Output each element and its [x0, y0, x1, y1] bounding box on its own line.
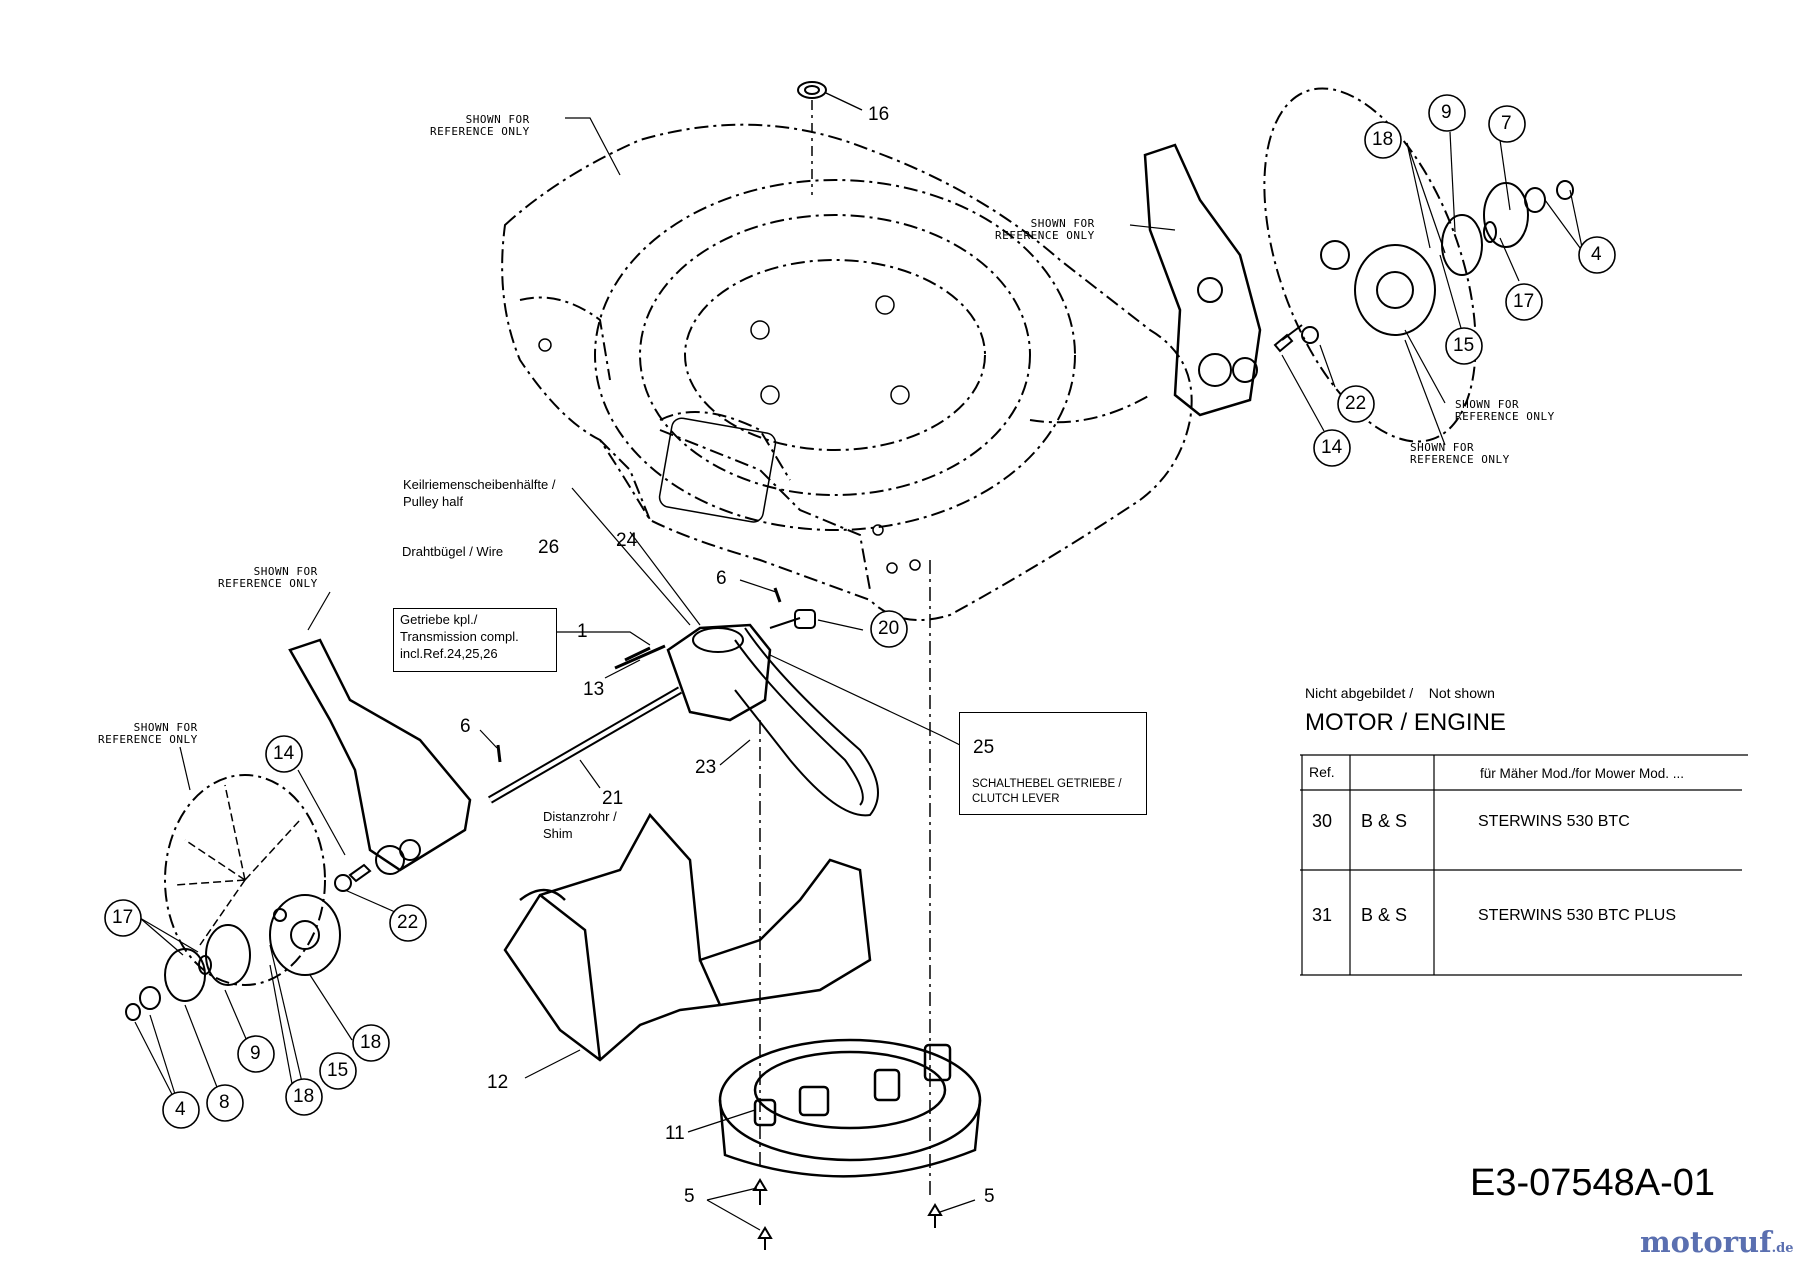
engine-table-row-31-ref: 31: [1312, 905, 1333, 925]
part-number-14: 14: [1321, 437, 1343, 458]
part-number-6: 6: [716, 568, 727, 589]
part-number-16: 16: [868, 104, 890, 125]
part-number-15: 15: [1453, 335, 1475, 356]
part-number-6: 6: [460, 716, 471, 737]
engine-table-row-30-ref: 30: [1312, 811, 1333, 831]
part-number-26: 26: [538, 537, 560, 558]
part-number-23: 23: [695, 757, 717, 778]
engine-table-header-model: für Mäher Mod./for Mower Mod. ...: [1480, 766, 1685, 781]
part-16-plug: [797, 81, 863, 195]
reference-note-deck: SHOWN FOR REFERENCE ONLY: [430, 113, 530, 138]
part-number-24: 24: [616, 530, 638, 551]
part-number-14: 14: [273, 743, 295, 764]
shim-label: Distanzrohr / Shim: [543, 809, 617, 841]
reference-note-left-bracket: SHOWN FOR REFERENCE ONLY: [218, 565, 318, 590]
part-number-9: 9: [250, 1043, 261, 1064]
part-number-17: 17: [1513, 291, 1535, 312]
part-number-9: 9: [1441, 102, 1452, 123]
part-number-7: 7: [1501, 113, 1512, 134]
part-number-21: 21: [602, 788, 624, 809]
part-number-22: 22: [1345, 393, 1367, 414]
part-number-20: 20: [878, 618, 900, 639]
part-number-13: 13: [583, 679, 605, 700]
mower-deck: [501, 123, 1193, 621]
part-number-5: 5: [984, 1186, 995, 1207]
left-wheel-assembly: [125, 638, 472, 1021]
part-number-8: 8: [219, 1092, 230, 1113]
engine-table-row-30-model: STERWINS 530 BTC: [1478, 813, 1630, 830]
part-number-4: 4: [1591, 244, 1602, 265]
transmission-callout: Getriebe kpl./ Transmission compl. incl.…: [393, 608, 557, 672]
grass-chute: [503, 812, 872, 1062]
clutch-lever-label: SCHALTHEBEL GETRIEBE / CLUTCH LEVER: [972, 778, 1122, 805]
reference-note-left-wheel: SHOWN FOR REFERENCE ONLY: [98, 721, 198, 746]
part-number-18: 18: [293, 1086, 315, 1107]
part-number-17: 17: [112, 907, 134, 928]
rear-deflector: [718, 1038, 982, 1178]
brand-suffix: .de: [1771, 1241, 1794, 1256]
engine-table-row-31-engine: B & S: [1361, 905, 1408, 925]
part-number-15: 15: [327, 1060, 349, 1081]
document-id: E3-07548A-01: [1470, 1162, 1716, 1204]
reference-note-right-hub: SHOWN FOR REFERENCE ONLY: [1455, 398, 1555, 423]
wire-label: Drahtbügel / Wire: [402, 544, 504, 559]
engine-table-row-31-model: STERWINS 530 BTC PLUS: [1478, 907, 1676, 924]
clutch-lever-callout: 25 SCHALTHEBEL GETRIEBE / CLUTCH LEVER: [959, 712, 1147, 815]
not-shown-heading: Nicht abgebildet / Not shown: [1305, 685, 1495, 701]
part-number-18: 18: [360, 1032, 382, 1053]
part-number-12: 12: [487, 1072, 509, 1093]
pulley-half-label: Keilriemenscheibenhälfte / Pulley half: [403, 477, 556, 509]
part-number-4: 4: [175, 1099, 186, 1120]
part-number-11: 11: [665, 1123, 685, 1144]
brand-name: motoruf: [1640, 1225, 1772, 1259]
part-number-1: 1: [577, 621, 588, 642]
reference-note-right-bracket: SHOWN FOR REFERENCE ONLY: [995, 217, 1095, 242]
reference-note-right-wheel: SHOWN FOR REFERENCE ONLY: [1410, 441, 1510, 466]
part-number-22: 22: [397, 912, 419, 933]
part-number-18: 18: [1372, 129, 1394, 150]
transmission-assembly: [487, 560, 931, 1200]
part-number-25: 25: [973, 737, 995, 758]
engine-table-title: MOTOR / ENGINE: [1305, 709, 1506, 736]
brand-logo: motoruf.de: [1640, 1225, 1794, 1259]
engine-table-header-ref: Ref.: [1309, 764, 1335, 780]
screws-5: [752, 1178, 943, 1250]
part-number-circles: [104, 94, 1616, 1129]
engine-table-row-30-engine: B & S: [1361, 811, 1408, 831]
part-number-5: 5: [684, 1186, 695, 1207]
mower-deck-details: [538, 295, 921, 574]
